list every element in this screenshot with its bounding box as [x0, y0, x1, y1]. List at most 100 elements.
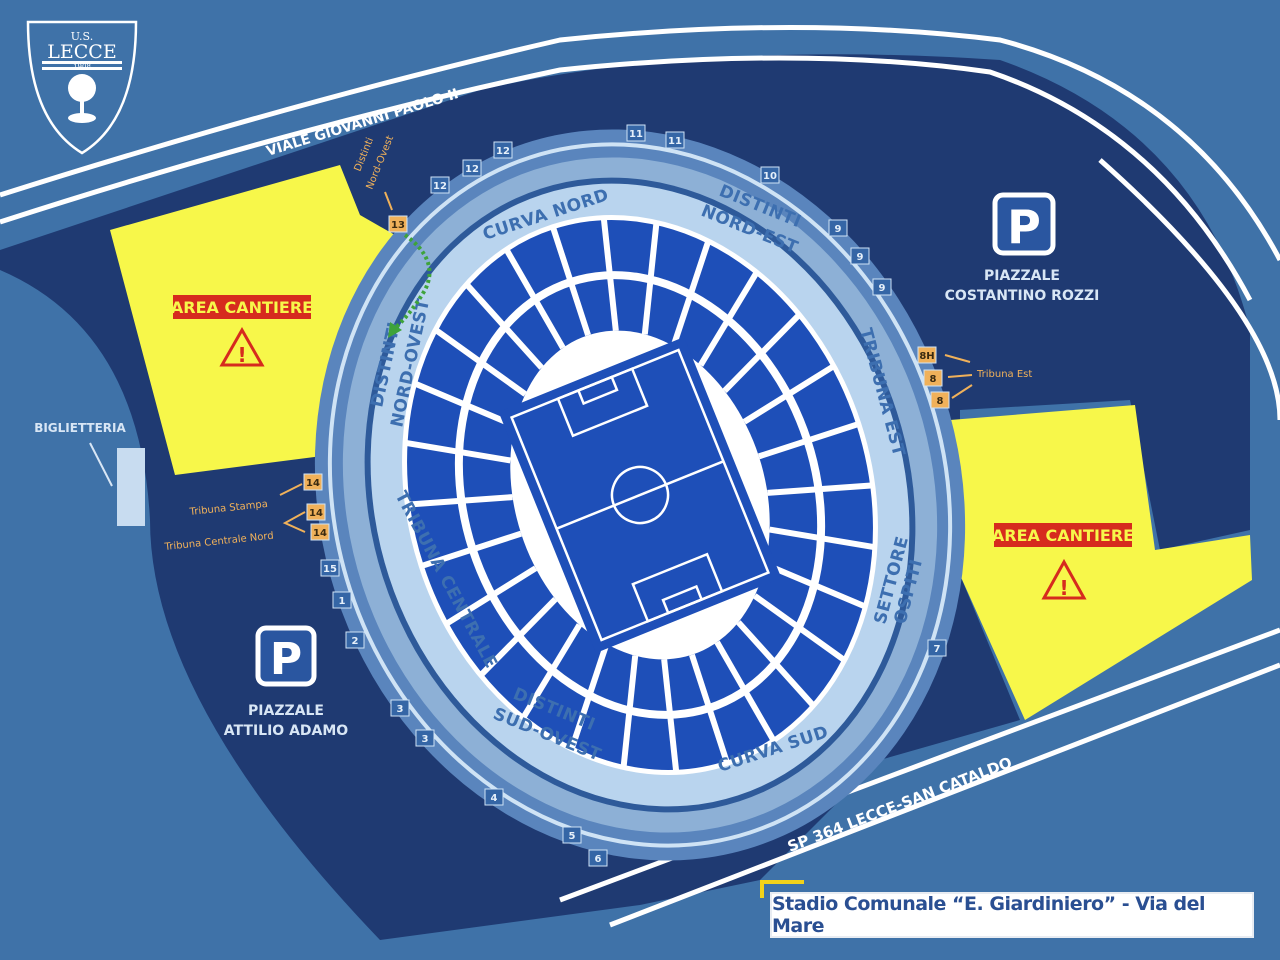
seat-divider [477, 597, 558, 679]
gate-14: 14 [310, 523, 330, 541]
callout-arrow [384, 191, 393, 211]
warning-icon: ! [219, 326, 265, 367]
gate-6: 6 [588, 849, 608, 867]
seat-divider [519, 623, 582, 722]
gate-3: 3 [415, 729, 435, 747]
svg-text:3: 3 [397, 704, 404, 715]
biglietteria-label: BIGLIETTERIA [34, 421, 126, 435]
gate-path [327, 142, 953, 848]
svg-text:12: 12 [465, 164, 479, 175]
seat-divider [462, 280, 544, 370]
svg-text:9: 9 [857, 252, 864, 263]
us-lecce-logo: U.S. LECCE 1908 [26, 20, 138, 155]
svg-text:P: P [1007, 200, 1041, 254]
stadium [314, 129, 966, 861]
gate-3: 3 [390, 699, 410, 717]
svg-text:5: 5 [569, 831, 576, 842]
svg-text:9: 9 [835, 224, 842, 235]
seat-divider [600, 215, 619, 331]
parking-left-label-1: PIAZZALE [248, 703, 324, 719]
seat-divider [418, 530, 523, 570]
seat-divider [767, 482, 875, 496]
gate-14: 14 [303, 473, 323, 491]
svg-text:1908: 1908 [73, 63, 91, 71]
seat-divider [742, 362, 838, 425]
cantiere-right-badge [994, 523, 1132, 547]
gate-7: 7 [927, 639, 947, 657]
map-title: Stadio Comunale “E. Giardiniero” - Via d… [770, 892, 1254, 938]
svg-text:2: 2 [352, 636, 359, 647]
gate-9: 9 [850, 247, 870, 265]
cantiere-left-label: AREA CANTIERE [171, 298, 313, 317]
svg-text:6: 6 [595, 854, 602, 865]
road-top [0, 25, 1280, 421]
seat-divider [661, 659, 680, 775]
gate-10: 10 [760, 166, 780, 184]
svg-text:14: 14 [306, 478, 320, 489]
biglietteria-arrow [89, 442, 113, 487]
pitch [498, 337, 782, 653]
seat-divider [432, 326, 528, 397]
gate-9: 9 [872, 278, 892, 296]
cantiere-right [950, 405, 1252, 720]
gate-11: 11 [665, 131, 685, 149]
warning-icon: ! [1041, 558, 1087, 600]
seat-divider [769, 526, 878, 551]
seat-divider [722, 311, 803, 393]
parking-right-label-1: PIAZZALE [984, 268, 1060, 284]
svg-text:15: 15 [323, 564, 337, 575]
svg-text:8: 8 [937, 396, 944, 407]
seat-divider [502, 246, 566, 350]
svg-text:11: 11 [629, 129, 643, 140]
title-accent [760, 880, 804, 898]
seat-divider [405, 494, 513, 508]
svg-text:!: ! [1059, 576, 1068, 600]
svg-text:3: 3 [422, 734, 429, 745]
svg-text:11: 11 [668, 136, 682, 147]
callout-tribuna-est: Tribuna Est [976, 369, 1032, 380]
seat-divider [442, 565, 538, 628]
svg-text:14: 14 [313, 528, 327, 539]
svg-text:!: ! [237, 343, 246, 367]
seat-divider [411, 379, 516, 429]
svg-text:P: P [270, 634, 302, 685]
route-arrow-head [388, 322, 402, 338]
gate-11: 11 [626, 124, 646, 142]
svg-text:LECCE: LECCE [47, 41, 116, 63]
cantiere-left-badge [173, 295, 311, 319]
parking-icon: P [255, 625, 317, 687]
seat-divider [568, 643, 610, 752]
svg-text:U.S.: U.S. [71, 30, 93, 43]
gate-12: 12 [430, 176, 450, 194]
svg-text:10: 10 [763, 171, 777, 182]
gate-5: 5 [562, 826, 582, 844]
gate-12: 12 [462, 159, 482, 177]
seat-divider [752, 593, 848, 664]
seat-divider [670, 238, 712, 347]
svg-text:8: 8 [930, 374, 937, 385]
seat-divider [698, 268, 761, 367]
gate-4: 4 [484, 788, 504, 806]
svg-text:4: 4 [491, 793, 498, 804]
seat-divider [757, 420, 862, 460]
callout-arrows-centrale [282, 511, 306, 533]
seat-divider [714, 640, 778, 744]
parking-right-label-2: COSTANTINO ROZZI [945, 288, 1100, 304]
gate-15: 15 [320, 559, 340, 577]
seat-divider [764, 561, 869, 611]
svg-text:7: 7 [934, 644, 941, 655]
gate-1: 1 [332, 591, 352, 609]
gate-8H: 8H [917, 346, 937, 364]
seat-divider [549, 223, 591, 337]
seat-divider [736, 620, 818, 710]
seat-divider [641, 220, 660, 335]
parking-icon: P [992, 192, 1056, 256]
svg-text:13: 13 [391, 220, 405, 231]
svg-text:9: 9 [879, 283, 886, 294]
callout-arrow [279, 483, 303, 496]
cantiere-right-label: AREA CANTIERE [992, 526, 1134, 545]
gate-14: 14 [306, 503, 326, 521]
svg-text:14: 14 [309, 508, 323, 519]
svg-text:12: 12 [496, 146, 510, 157]
